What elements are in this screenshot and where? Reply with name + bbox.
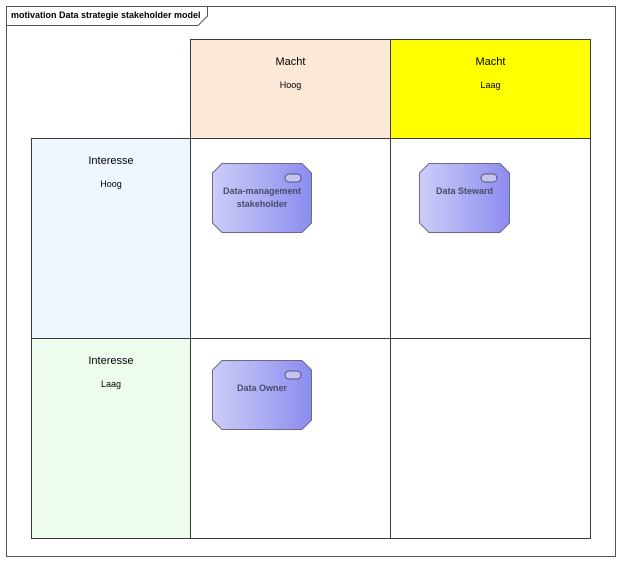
- column-header-subtitle: Hoog: [279, 80, 302, 90]
- stakeholder-icon: [480, 173, 498, 183]
- stakeholder-data-steward[interactable]: Data Steward: [419, 163, 510, 233]
- column-header-macht-laag: Macht Laag: [390, 39, 591, 139]
- quadrant-power-low-interest-low: [390, 338, 591, 539]
- column-header-subtitle: Laag: [480, 80, 501, 90]
- diagram-title: motivation Data strategie stakeholder mo…: [11, 10, 201, 20]
- stakeholder-label: Data Owner: [236, 383, 287, 393]
- row-header-interesse-laag: Interesse Laag: [31, 338, 191, 539]
- stakeholder-icon: [284, 370, 302, 380]
- row-header-subtitle: Laag: [100, 379, 122, 389]
- row-header-title: Interesse: [88, 155, 134, 167]
- row-header-title: Interesse: [88, 355, 134, 367]
- diagram-frame: [6, 6, 616, 557]
- stakeholder-data-management[interactable]: Data-management stakeholder: [212, 163, 312, 233]
- column-header-title: Macht: [275, 56, 306, 68]
- stakeholder-data-owner[interactable]: Data Owner: [212, 360, 312, 430]
- column-header-macht-hoog: Macht Hoog: [190, 39, 391, 139]
- stakeholder-icon: [284, 173, 302, 183]
- stakeholder-label: Data-management stakeholder: [222, 186, 302, 209]
- stakeholder-label: Data Steward: [435, 186, 494, 196]
- row-header-subtitle: Hoog: [100, 179, 122, 189]
- column-header-title: Macht: [475, 56, 506, 68]
- row-header-interesse-hoog: Interesse Hoog: [31, 138, 191, 339]
